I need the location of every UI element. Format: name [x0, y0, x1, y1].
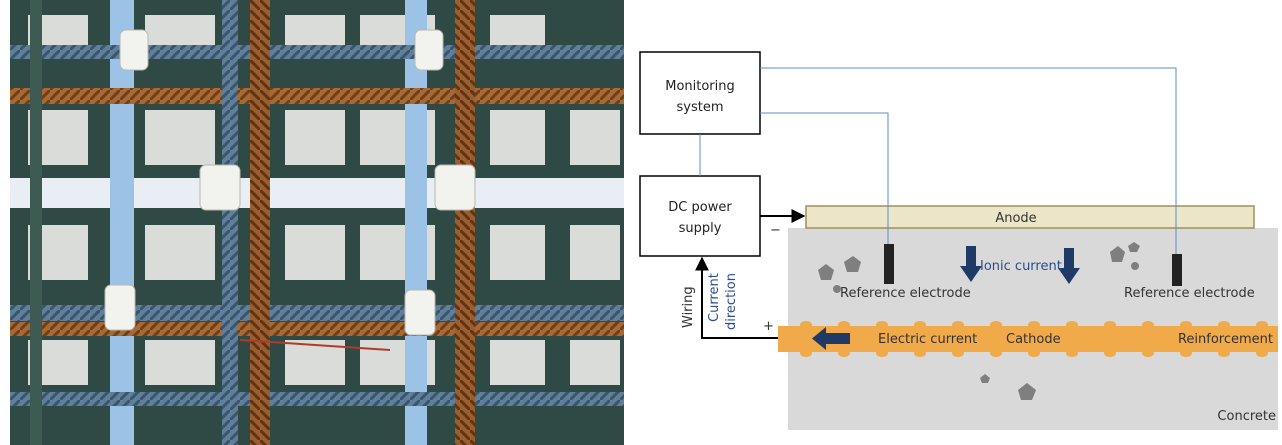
current-direction-line2: direction	[724, 273, 739, 330]
ionic-current-arrows	[960, 246, 1080, 284]
plastic-clips	[104, 29, 476, 336]
dc-label-line2: supply	[679, 221, 722, 236]
anode-label: Anode	[995, 211, 1036, 226]
reference-electrode-left-probe	[884, 244, 894, 284]
monitoring-system-box	[639, 51, 761, 135]
cathode-label: Cathode	[1006, 332, 1061, 347]
monitoring-wires	[699, 67, 1177, 254]
rebar-mesh-photo	[10, 0, 624, 445]
monitoring-label-line1: Monitoring	[665, 79, 735, 94]
aggregate-stones	[818, 242, 1140, 400]
electric-current-arrow	[812, 327, 850, 350]
dc-power-supply-box	[639, 175, 761, 257]
current-direction-line1: Current	[707, 273, 722, 322]
dc-label-line1: DC power	[668, 200, 732, 215]
reinforcement-bar	[778, 321, 1278, 357]
concrete-cells	[28, 15, 620, 385]
reference-electrode-right-label: Reference electrode	[1124, 286, 1255, 301]
electric-current-label: Electric current	[878, 332, 977, 347]
minus-sign: −	[770, 223, 781, 238]
reinforcement-label: Reinforcement	[1178, 332, 1273, 347]
reference-electrode-right-probe	[1172, 254, 1182, 286]
cathodic-protection-diagram: Concrete Anode Monitoring system DC powe…	[639, 51, 1278, 430]
plus-sign: +	[763, 319, 774, 334]
ionic-current-label: Ionic current	[980, 259, 1062, 274]
vertical-rebars	[30, 0, 475, 445]
concrete-label: Concrete	[1217, 409, 1276, 424]
anode-bar	[805, 205, 1255, 229]
monitoring-label-line2: system	[677, 100, 724, 115]
reference-electrode-left-label: Reference electrode	[840, 286, 971, 301]
wiring-label: Wiring	[681, 286, 696, 328]
return-wire	[695, 256, 780, 339]
